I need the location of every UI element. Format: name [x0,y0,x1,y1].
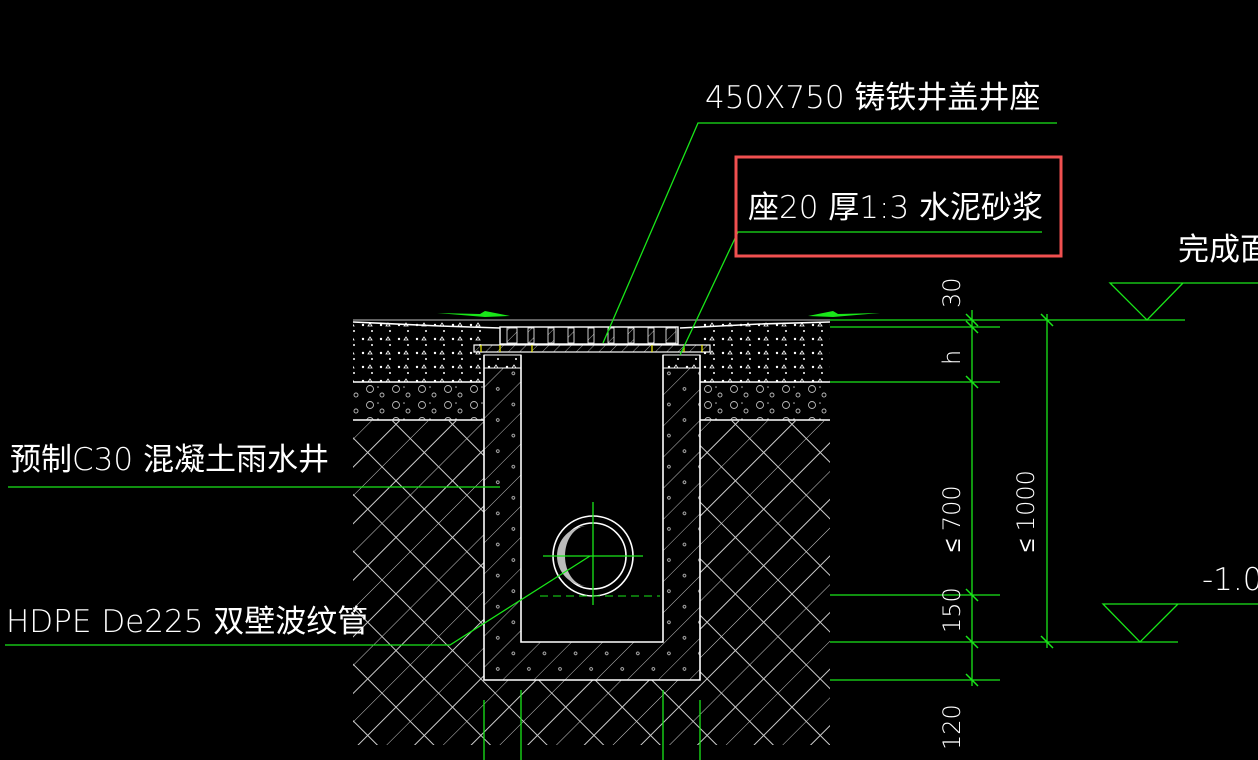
rainwater-well [483,354,701,760]
label-well: 预制C30 混凝土雨水井 [10,442,329,478]
label-pipe: HDPE De225 双壁波纹管 [6,604,368,640]
slope-arrow-right [808,311,880,317]
pavement-layer [352,319,831,421]
label-bottom-elevation: -1.00 [1202,562,1258,598]
dim-120: 120 [938,704,966,750]
leader-lines [5,122,1057,646]
dim-150: 150 [938,587,966,633]
highlight-box [734,155,1063,258]
dim-1000: ≤ 1000 [1012,470,1040,552]
dim-h: h [938,350,966,365]
slope-arrow-left [437,311,510,317]
label-finished-surface: 完成面 [1178,232,1258,268]
dim-700: ≤ 700 [938,485,966,552]
soil-hatch [353,420,830,745]
elevation-marks [1101,282,1258,643]
label-mortar: 座20 厚1:3 水泥砂浆 [748,190,1043,226]
manhole-cover [473,326,711,353]
dimension-lines [830,310,1185,687]
dim-30: 30 [938,277,966,308]
hdpe-pipe [540,502,660,605]
label-cover: 450X750 铸铁井盖井座 [705,80,1040,116]
